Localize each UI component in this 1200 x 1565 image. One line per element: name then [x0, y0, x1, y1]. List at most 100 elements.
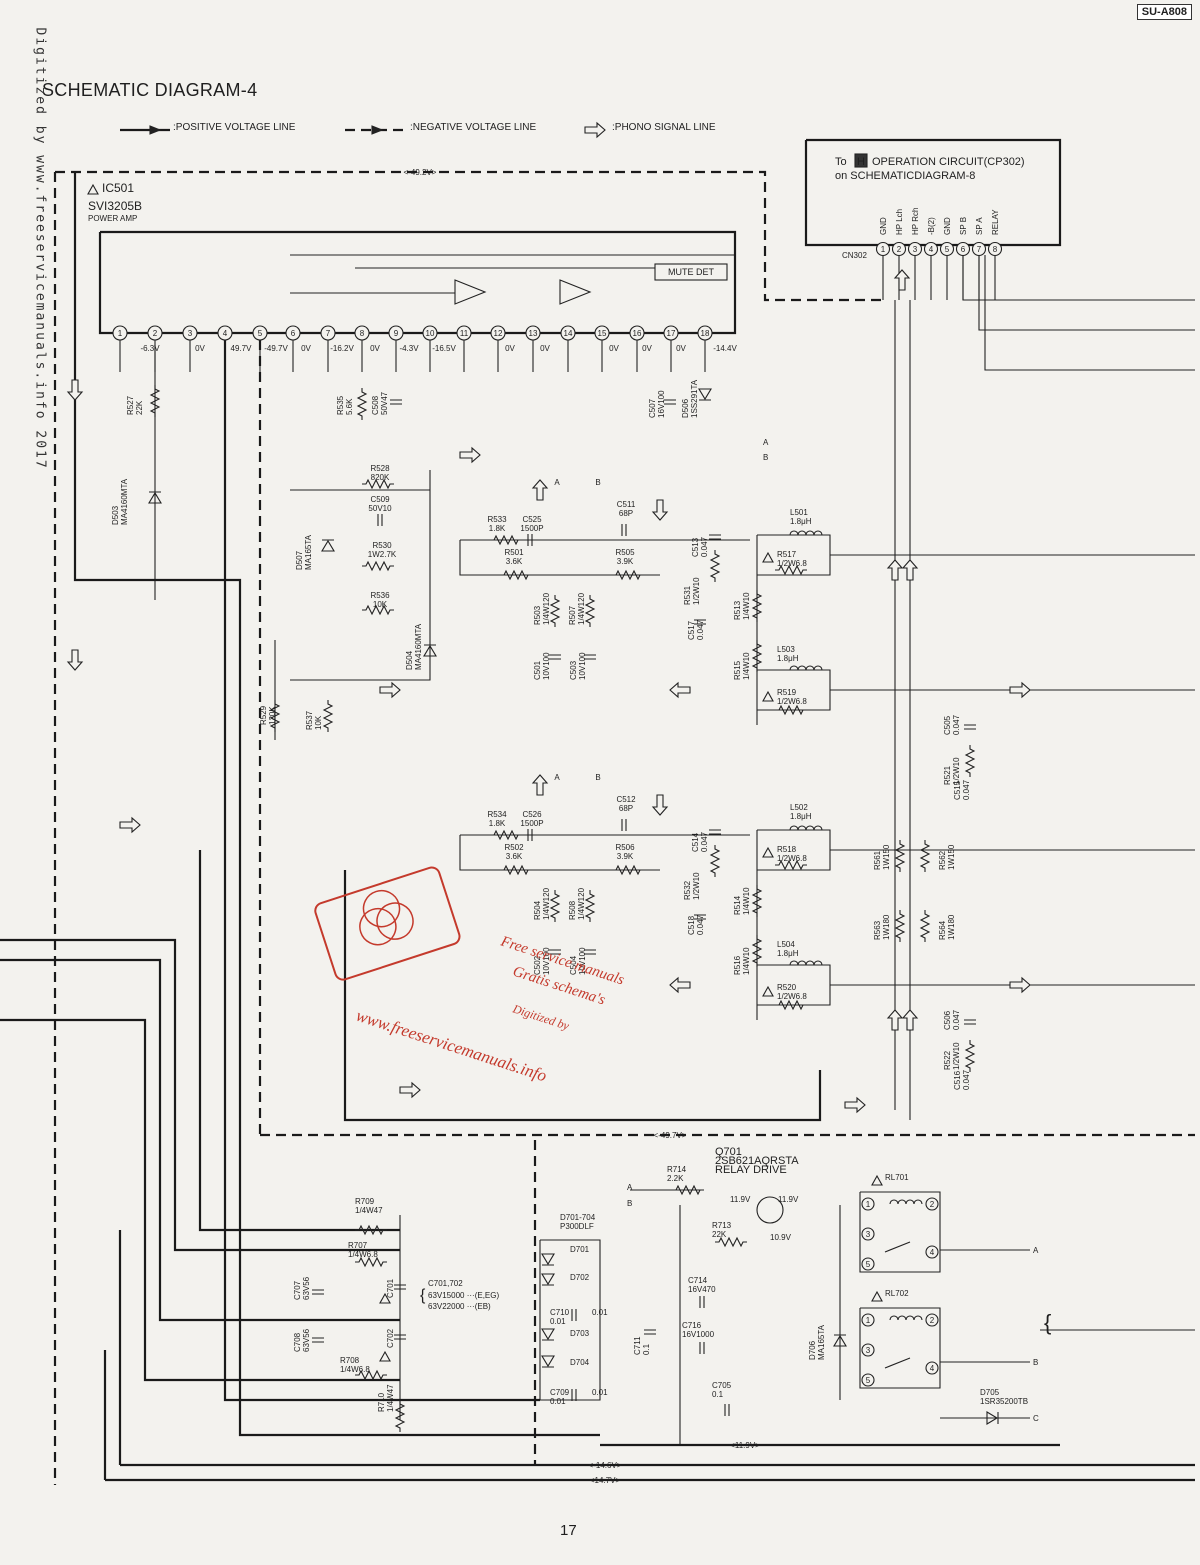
rl702-coil [889, 1315, 923, 1321]
cn302-pin-name-5: GND [943, 217, 952, 235]
r536-value: 10K [373, 600, 388, 609]
c707-symbol [312, 1289, 324, 1295]
rl701-pin-label-3: 3 [866, 1230, 871, 1239]
ic-pin-voltage-10: 0V [505, 344, 515, 353]
phono-arrow [669, 976, 691, 994]
c526-symbol [527, 829, 533, 841]
c709-value: 0.01 [550, 1397, 566, 1406]
caution-triangle-icon [762, 551, 774, 563]
c709-ref: C709 [550, 1388, 570, 1397]
ic-pin-label-8: 8 [360, 329, 365, 338]
c502-symbol [549, 949, 561, 955]
ic-pin-2 [147, 325, 163, 341]
q701-ref: Q701 [715, 1146, 742, 1158]
c503-ref: C503 [569, 660, 578, 680]
c514-symbol [709, 829, 721, 835]
rl701-frame [859, 1191, 941, 1273]
c707-ref: C707 [293, 1280, 302, 1300]
c501-value: 10V100 [542, 652, 551, 680]
c518-ref: C518 [687, 915, 696, 935]
rl702-pin-2 [925, 1313, 939, 1327]
r530-ref: R530 [372, 541, 392, 550]
r564-value: 1W180 [947, 914, 956, 940]
cn302-pin-name-6: SP B [959, 217, 968, 235]
phono-arrow [886, 1009, 904, 1031]
c513-ref: C513 [691, 537, 700, 557]
phono-arrow [531, 774, 549, 796]
ic-pin-label-4: 4 [223, 329, 228, 338]
output-return [343, 870, 822, 1122]
c508-value: 50V47 [380, 391, 389, 415]
legend-positive-arrow-icon [149, 125, 162, 135]
port-a-label: A [554, 773, 560, 782]
r518-value: 1/2W6.8 [777, 854, 807, 863]
ic-pin-voltage-8: -4.3V [399, 344, 419, 353]
r713-value: 22K [712, 1230, 727, 1239]
l502-value: 1.8μH [790, 812, 812, 821]
r519-ref: R519 [777, 688, 797, 697]
rl702-ref: RL702 [885, 1289, 909, 1298]
r531-ref: R531 [683, 585, 692, 605]
watermark-stamp [314, 866, 461, 981]
c716-symbol [699, 1342, 705, 1354]
d701-symbol [541, 1253, 555, 1266]
l501-ref: L501 [790, 508, 808, 517]
d704-symbol [541, 1355, 555, 1368]
c711-symbol [644, 1329, 656, 1335]
c701-ref: C701 [386, 1278, 395, 1298]
caution-triangle-icon [762, 690, 774, 702]
r513-value: 1/4W10 [742, 592, 751, 620]
watermark-stamp-frame [314, 866, 461, 981]
r519-symbol [775, 704, 807, 716]
r534-value: 1.8K [489, 819, 506, 828]
phono-arrow [379, 681, 401, 699]
r710-value: 1/4W47 [386, 1384, 395, 1412]
r501-ref: R501 [504, 548, 524, 557]
d507-value: MA165TA [304, 534, 313, 570]
r516-symbol [751, 935, 763, 967]
r505-symbol [612, 569, 644, 581]
ic-pin-7 [320, 325, 336, 341]
ic-pin-1 [112, 325, 128, 341]
r508-ref: R508 [568, 900, 577, 920]
ic-pin-voltage-7: 0V [370, 344, 380, 353]
sp-b-line [962, 255, 1195, 301]
r506-symbol [612, 864, 644, 876]
ic-pin-label-6: 6 [291, 329, 296, 338]
ic-pin-8 [354, 325, 370, 341]
phono-arrow [901, 559, 919, 581]
d705-symbol [986, 1411, 999, 1425]
ic-pin-17 [663, 325, 679, 341]
rail-neg-low-voltage: <-14.6V> [589, 1461, 622, 1470]
c511-ref: C511 [617, 500, 636, 509]
c701-702-value-1: 63V15000 ···(E,EG) [428, 1291, 499, 1300]
rl702-pin-3 [861, 1343, 875, 1357]
d503-ref: D503 [111, 505, 120, 525]
r522-ref: R522 [943, 1050, 952, 1070]
cn302-pin-name-8: RELAY [991, 209, 1000, 235]
c503-value: 10V100 [578, 652, 587, 680]
rl701-pin-1 [861, 1197, 875, 1211]
phono-arrow [459, 446, 481, 464]
ch-B-fb [459, 835, 660, 871]
r513-ref: R513 [733, 600, 742, 620]
c701-702-value-2: 63V22000 ···(EB) [428, 1302, 491, 1311]
c711-value: 0.1 [642, 1343, 651, 1355]
rl701-pin-label-2: 2 [930, 1200, 935, 1209]
r518-symbol [775, 859, 807, 871]
ic-pin-label-12: 12 [494, 329, 503, 338]
r501-value: 3.6K [506, 557, 523, 566]
c517-value: 0.047 [696, 619, 705, 640]
ic-pin-6 [285, 325, 301, 341]
ic-pin-voltage-13: 0V [642, 344, 652, 353]
left-stage-line [290, 470, 431, 681]
r710-symbol [394, 1400, 406, 1432]
ic-pin-label-5: 5 [258, 329, 263, 338]
r714-symbol [672, 1184, 704, 1196]
mute-detect-box [654, 263, 728, 281]
c509-ref: C509 [370, 495, 390, 504]
port-a-label: A [554, 478, 560, 487]
c714-ref: C714 [688, 1276, 708, 1285]
d503-value: MA4160MTA [120, 478, 129, 525]
r708-ref: R708 [340, 1356, 360, 1365]
